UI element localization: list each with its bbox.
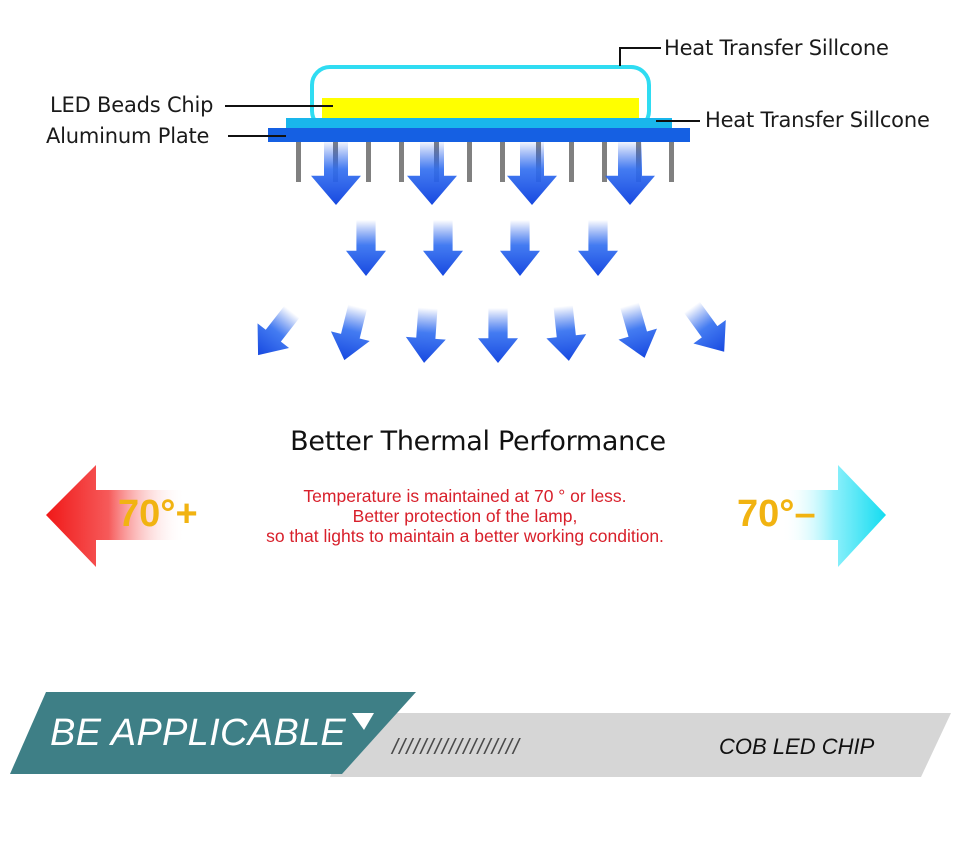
right-arrow-cyan-icon [782, 465, 886, 567]
aluminum-plate [268, 128, 690, 142]
down-arrow-blue-icon [578, 220, 618, 276]
down-arrow-blue-icon [330, 304, 370, 361]
silicone-layer [286, 118, 672, 128]
callout-lines [225, 47, 700, 137]
banner-teal-band [10, 692, 416, 774]
down-arrow-blue-icon [311, 140, 361, 205]
down-arrow-blue-icon [684, 301, 726, 352]
heat-transfer-silicone-right-label: Heat Transfer Sillcone [705, 108, 930, 132]
cool-temperature-label: 70°– [737, 493, 816, 535]
cob-heat-dissipation-diagram [225, 47, 726, 363]
down-arrow-blue-icon [500, 220, 540, 276]
left-arrow-red-icon [46, 465, 185, 567]
description-line-2: Better protection of the lamp, [352, 506, 578, 526]
be-applicable-label: BE APPLICABLE [50, 712, 347, 754]
cob-led-chip-label: COB LED CHIP [719, 734, 875, 759]
led-beads-chip-label: LED Beads Chip [50, 93, 214, 117]
led-chip [322, 98, 639, 118]
down-arrow-blue-icon [257, 305, 300, 356]
down-arrow-blue-icon [478, 308, 518, 363]
aluminum-plate-label: Aluminum Plate [46, 124, 210, 148]
thermal-performance-title: Better Thermal Performance [290, 426, 666, 457]
banner-white-notch [352, 713, 374, 730]
down-arrow-blue-icon [405, 307, 446, 363]
down-arrow-blue-icon [618, 302, 657, 358]
banner-slash-decoration: ////////////////// [392, 734, 521, 759]
hot-temperature-label: 70°+ [118, 493, 198, 535]
down-arrow-blue-icon [605, 140, 655, 205]
heat-flow-arrows [257, 140, 726, 363]
banner-gray-band [330, 713, 951, 777]
down-arrow-blue-icon [423, 220, 463, 276]
description-line-1: Temperature is maintained at 70 ° or les… [303, 486, 627, 506]
down-arrow-blue-icon [546, 305, 587, 361]
down-arrow-blue-icon [507, 140, 557, 205]
description-line-3: so that lights to maintain a better work… [266, 526, 664, 546]
down-arrow-blue-icon [407, 140, 457, 205]
banner-background [10, 692, 951, 777]
down-arrow-blue-icon [346, 220, 386, 276]
heat-transfer-silicone-top-label: Heat Transfer Sillcone [664, 36, 889, 60]
